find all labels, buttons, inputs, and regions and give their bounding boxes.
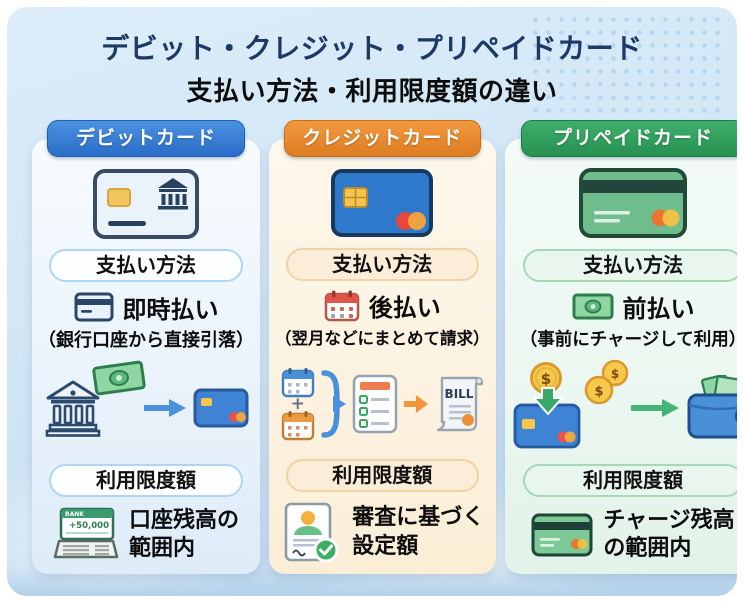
payment-method-pill: 支払い方法 xyxy=(48,249,244,283)
page-title: デビット・クレジット・プリペイドカード xyxy=(101,32,643,65)
payment-type-label: 前払い xyxy=(622,295,695,324)
bill-label: BILL xyxy=(444,387,473,401)
infographic-background: デビット・クレジット・プリペイドカード 支払い方法・利用限度額の違い デビットカ… xyxy=(7,7,737,596)
debit-panel: 支払い方法 即時払い （銀行口座から直接引落） xyxy=(32,139,260,574)
limit-line2: の範囲内 xyxy=(603,536,692,562)
credit-card-icon xyxy=(330,167,434,239)
limit-text: 審査に基づく 設定額 xyxy=(352,504,484,561)
passbook-amount: +50,000 xyxy=(69,521,109,531)
limit-text: チャージ残高 の範囲内 xyxy=(603,507,734,564)
money-bill-icon xyxy=(91,361,146,396)
coin-dollar-symbol: $ xyxy=(610,367,618,381)
limit-pill: 利用限度額 xyxy=(522,463,737,497)
bill-document-icon: BILL xyxy=(434,372,484,436)
credit-column: クレジットカード 支払い方法 xyxy=(269,120,496,574)
payment-type-label: 後払い xyxy=(368,294,441,323)
calendar-orange-icon xyxy=(281,410,315,441)
limit-text: 口座残高の 範囲内 xyxy=(129,507,239,564)
coins-icon: $ $ xyxy=(584,359,630,405)
calendar-stack: + xyxy=(281,367,315,441)
payment-type-row: 後払い xyxy=(324,289,441,323)
limit-line1: チャージ残高 xyxy=(603,507,735,533)
credit-panel: 支払い方法 xyxy=(269,139,496,574)
prepaid-card-small-icon xyxy=(531,513,593,557)
limit-row: 審査に基づく 設定額 xyxy=(280,502,484,564)
passbook-icon: BANK +50,000 xyxy=(53,507,119,563)
calendar-icon xyxy=(324,289,360,322)
wallet-icon xyxy=(686,374,737,441)
debit-card-icon xyxy=(92,167,200,240)
limit-line2: 範囲内 xyxy=(128,536,195,562)
plus-sign: + xyxy=(290,394,305,415)
limit-pill: 利用限度額 xyxy=(285,459,479,492)
bank-building-icon xyxy=(44,378,102,438)
coin-icon: $ xyxy=(529,361,563,395)
payment-type-row: 即時払い xyxy=(74,290,219,324)
payment-method-pill: 支払い方法 xyxy=(285,247,479,281)
limit-line1: 審査に基づく xyxy=(352,505,485,531)
limit-pill: 利用限度額 xyxy=(48,463,244,497)
arrow-right-icon xyxy=(142,396,188,420)
payment-note: （事前にチャージして利用） xyxy=(519,329,737,350)
screening-document-icon xyxy=(280,502,342,564)
calendar-blue-icon xyxy=(281,367,315,398)
page-subtitle: 支払い方法・利用限度額の違い xyxy=(186,77,558,107)
header: デビット・クレジット・プリペイドカード 支払い方法・利用限度額の違い xyxy=(7,7,737,108)
debit-card-small-icon xyxy=(74,292,114,322)
limit-line1: 口座残高の xyxy=(128,507,239,533)
prepaid-flow-illustration: $ xyxy=(511,359,737,455)
card-icon xyxy=(193,388,249,428)
columns: デビットカード xyxy=(7,120,737,574)
coin-dollar-symbol: $ xyxy=(540,370,550,388)
passbook-bank-label: BANK xyxy=(65,511,84,518)
payment-note: （翌月などにまとめて請求） xyxy=(275,328,490,348)
payment-type-label: 即時払い xyxy=(122,295,219,324)
payment-method-pill: 支払い方法 xyxy=(522,248,737,282)
arrow-right-icon xyxy=(629,396,681,420)
arrow-right-icon xyxy=(403,393,429,415)
payment-note: （銀行口座から直接引落） xyxy=(38,330,254,352)
debit-column: デビットカード xyxy=(32,120,260,574)
prepaid-card-icon xyxy=(578,167,688,240)
limit-line2: 設定額 xyxy=(352,534,419,559)
limit-row: BANK +50,000 xyxy=(53,507,239,564)
arrow-down-icon xyxy=(532,386,563,415)
credit-header-badge: クレジットカード xyxy=(283,120,481,157)
credit-flow-illustration: + xyxy=(281,359,484,450)
debit-flow-illustration xyxy=(44,361,249,455)
prepaid-column: プリペイドカード 支払い方法 xyxy=(504,120,737,574)
money-bill-icon xyxy=(572,293,614,320)
prepaid-header-badge: プリペイドカード xyxy=(521,120,737,157)
checklist-icon xyxy=(352,374,398,434)
brace-arrow-icon xyxy=(320,365,347,443)
prepaid-panel: 支払い方法 前払い （事前にチャージして利用） xyxy=(504,139,737,574)
charge-card-icon: $ xyxy=(511,361,583,455)
limit-row: チャージ残高 の範囲内 xyxy=(531,507,735,564)
payment-type-row: 前払い xyxy=(572,290,695,324)
debit-header-badge: デビットカード xyxy=(46,120,246,157)
coin-dollar-symbol: $ xyxy=(594,384,603,399)
